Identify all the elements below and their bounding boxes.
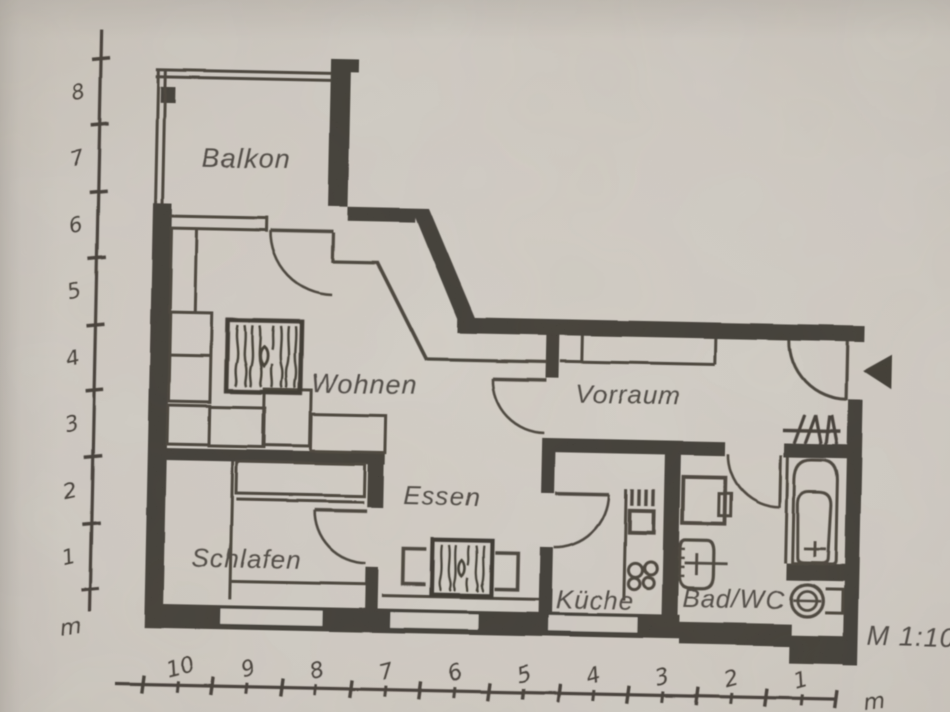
floor-plan-canvas: 8 7 6 5 4 3 2 1 m [0,0,950,712]
scanned-floor-plan-page: 8 7 6 5 4 3 2 1 m [0,0,950,712]
paper-grain [0,0,950,712]
